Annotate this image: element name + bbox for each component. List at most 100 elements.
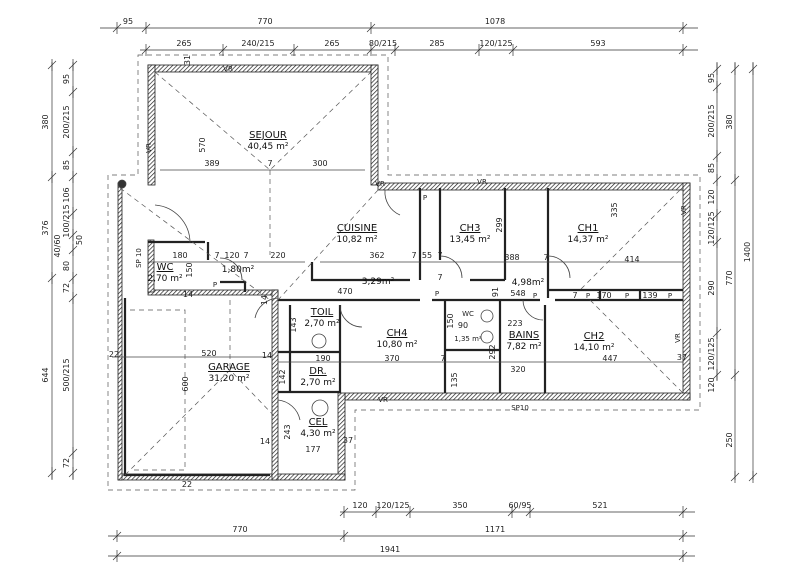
dimension-label: 85	[62, 160, 71, 170]
dimension-label: 548	[510, 289, 525, 298]
room-name: CEL	[309, 417, 328, 428]
dimension-tick	[474, 44, 484, 56]
dimension-label: 90	[458, 321, 468, 330]
dimension-label: 95	[707, 73, 716, 83]
dimension-tick	[678, 44, 688, 56]
dimension-label: 265	[324, 39, 339, 48]
washbasin-fixture	[480, 330, 494, 344]
dimension-label: 85	[707, 163, 716, 173]
dimension-label: 7	[243, 251, 248, 260]
dimension-tick	[112, 22, 122, 34]
dimension-tick	[366, 22, 376, 34]
dimension-tick	[141, 44, 151, 56]
dimension-label: 7	[437, 251, 442, 260]
dimension-label: 50	[75, 235, 84, 245]
dimension-label: 500/215	[62, 358, 71, 391]
dimension-label: 135	[450, 372, 459, 387]
dimension-tick	[678, 530, 688, 542]
dimension-label: 320	[510, 365, 525, 374]
dimension-label: 300	[312, 159, 327, 168]
dimension-tick	[712, 174, 722, 186]
dimension-label: 100/215	[62, 204, 71, 237]
dimension-label: 177	[305, 445, 320, 454]
room-name: BAINS	[509, 330, 539, 341]
dimension-label: 362	[369, 251, 384, 260]
dimension-label: 292	[488, 344, 497, 359]
dimension-label: 7	[267, 159, 272, 168]
dimension-tick	[339, 530, 349, 542]
dimension-tick	[47, 171, 57, 183]
dimension-tick	[47, 59, 57, 71]
dimension-tick	[730, 63, 740, 75]
room-name: CH2	[584, 331, 605, 342]
dimension-label: 7	[214, 251, 219, 260]
dimension-label: 7	[437, 273, 442, 282]
dimension-tick	[68, 447, 78, 459]
dimension-label: 37	[343, 436, 353, 445]
room-name: DR.	[309, 366, 326, 377]
dimension-label: 1171	[485, 525, 505, 534]
dimension-tick	[68, 244, 78, 256]
dimension-tick	[525, 506, 535, 518]
washbasin-fixture	[480, 309, 494, 323]
dimension-tick	[366, 44, 376, 56]
dimension-tick	[712, 236, 722, 248]
dimension-label: 150	[185, 262, 194, 277]
dimension-label: 447	[602, 354, 617, 363]
plan-marker: VR	[375, 180, 385, 188]
dimension-tick	[390, 44, 400, 56]
dimension-label: 220	[270, 251, 285, 260]
dimension-tick	[289, 44, 299, 56]
dimension-label: 7	[440, 354, 445, 363]
dimension-tick	[678, 506, 688, 518]
dimension-tick	[712, 327, 722, 339]
dimension-label: 770	[232, 525, 247, 534]
dimension-label: 593	[590, 39, 605, 48]
dimension-tick	[68, 59, 78, 71]
room-area: 4,30 m²	[300, 429, 336, 439]
dimension-tick	[112, 530, 122, 542]
dimension-tick	[730, 369, 740, 381]
room-name: GARAGE	[208, 362, 250, 373]
dimension-label: 120	[707, 377, 716, 392]
room-area: 10,80 m²	[376, 340, 417, 350]
plan-marker: P	[533, 292, 537, 300]
dimension-label: 470	[337, 287, 352, 296]
dimension-label: 190	[315, 354, 330, 363]
reference-lines	[112, 169, 683, 363]
dimension-label: 200/215	[62, 105, 71, 138]
area-label: 3,29m²	[362, 277, 395, 287]
dimension-label: 80/215	[369, 39, 397, 48]
dimension-label: 285	[429, 39, 444, 48]
dimension-label: 150	[446, 313, 455, 328]
room-name: WC	[462, 310, 474, 318]
dimension-label: 335	[610, 202, 619, 217]
plan-marker: VR	[378, 396, 388, 404]
dimension-label: 95	[62, 74, 71, 84]
dimension-label: 139	[642, 291, 657, 300]
room-name: CH1	[578, 223, 599, 234]
dimension-ticks	[47, 22, 758, 562]
room-area: 7,82 m²	[506, 342, 542, 352]
dimension-label: 120/125	[707, 211, 716, 244]
exterior-walls	[117, 64, 691, 481]
area-label: 4,98m²	[512, 278, 545, 288]
plan-marker: P	[625, 292, 629, 300]
dimension-lines	[51, 27, 754, 557]
dimension-tick	[748, 471, 758, 483]
plan-marker: VR	[680, 205, 688, 215]
dimension-label: 299	[495, 217, 504, 232]
dimension-label: 1941	[380, 545, 400, 554]
room-area: 14,37 m²	[567, 235, 608, 245]
dimension-label: 142	[278, 369, 287, 384]
plan-marker: P	[213, 281, 217, 289]
interior-walls	[123, 188, 683, 477]
plan-marker: VR	[223, 65, 233, 73]
flue-fixture	[117, 179, 127, 189]
dimension-tick	[339, 506, 349, 518]
dimension-label: 31	[183, 55, 192, 65]
plan-marker: P	[423, 194, 427, 202]
dimension-tick	[218, 44, 228, 56]
room-name: CH3	[460, 223, 481, 234]
dimension-label: 95	[123, 17, 133, 26]
